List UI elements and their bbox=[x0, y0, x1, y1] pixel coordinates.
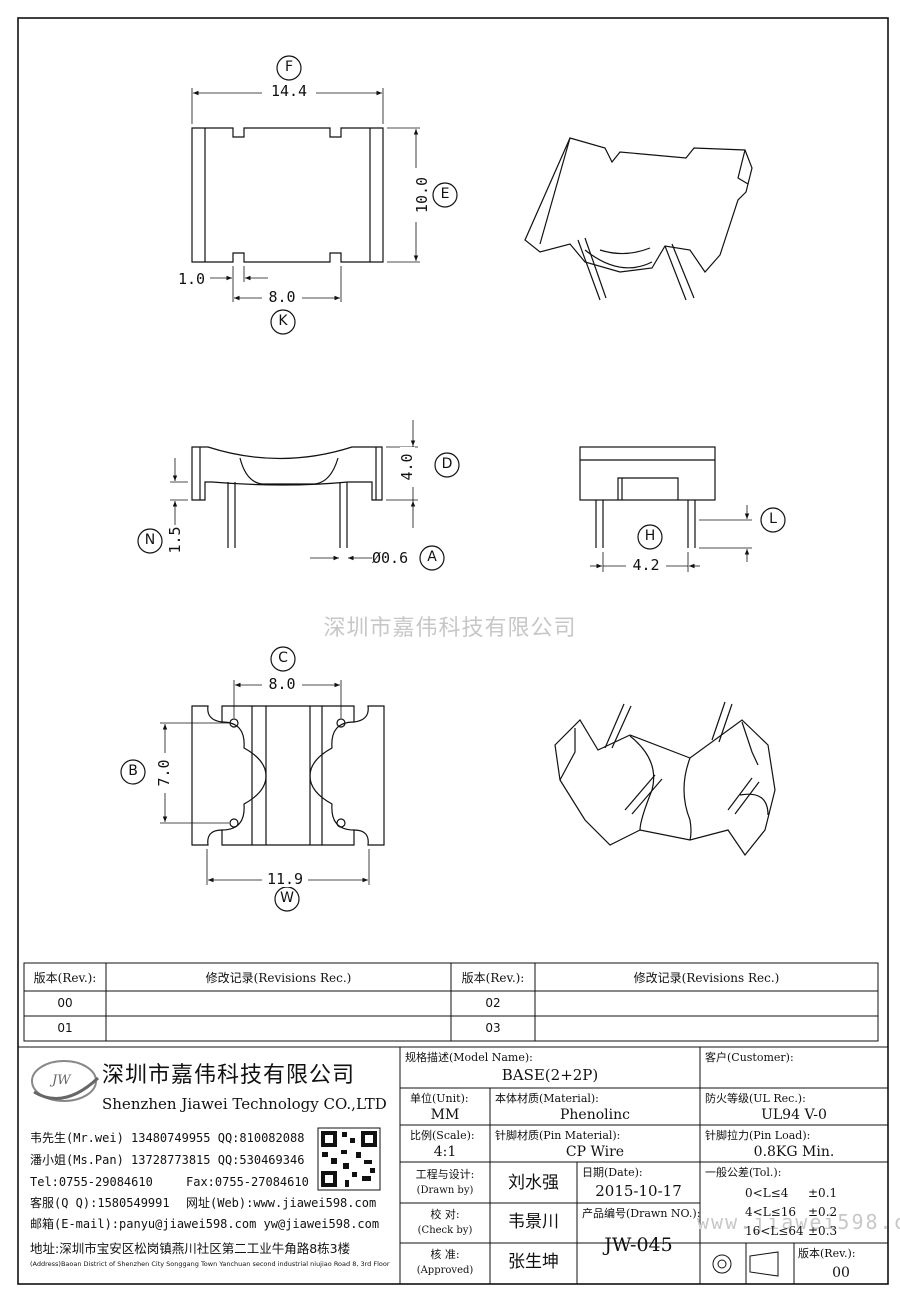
model-value: BASE(2+2P) bbox=[501, 1066, 599, 1084]
material-value: Phenolinc bbox=[560, 1107, 630, 1123]
dim-L-label: L bbox=[769, 511, 777, 527]
drawn-by-label-en: (Drawn by) bbox=[416, 1185, 474, 1196]
rev-row-03: 03 bbox=[485, 1021, 501, 1035]
company-tel: Tel:0755-29084610 bbox=[30, 1175, 153, 1189]
rev-col-header-right: 版本(Rev.): bbox=[461, 971, 525, 985]
material-label: 本体材质(Material): bbox=[495, 1092, 599, 1105]
company-web: 网址(Web):www.jiawei598.com bbox=[186, 1196, 377, 1210]
dim-A-value: Ø0.6 bbox=[372, 549, 409, 567]
tolerance-value-1: ±0.1 bbox=[808, 1186, 838, 1200]
top-view bbox=[191, 55, 458, 335]
unit-label: 单位(Unit): bbox=[410, 1092, 469, 1105]
iso-view-bottom bbox=[554, 701, 776, 857]
dim-F-value: 14.4 bbox=[262, 84, 316, 99]
date-value: 2015-10-17 bbox=[595, 1182, 682, 1200]
contact-wei: 韦先生(Mr.wei) 13480749955 QQ:810082088 bbox=[30, 1131, 305, 1145]
scale-label: 比例(Scale): bbox=[410, 1129, 475, 1142]
company-email: 邮箱(E-mail):panyu@jiawei598.com yw@jiawei… bbox=[30, 1217, 380, 1231]
watermark-text: 深圳市嘉伟科技有限公司 bbox=[323, 616, 577, 641]
watermark-url: www.jiawei598.com bbox=[697, 1210, 900, 1234]
iso-view-top bbox=[524, 137, 753, 301]
rec-col-header-right: 修改记录(Revisions Rec.) bbox=[633, 971, 780, 985]
company-logo bbox=[31, 1060, 100, 1102]
dim-N-label: N bbox=[144, 532, 156, 548]
dim-H-label: H bbox=[644, 528, 656, 544]
pin-material-label: 针脚材质(Pin Material): bbox=[495, 1129, 621, 1142]
tolerance-range-1: 0<L≤4 bbox=[745, 1186, 789, 1200]
dim-E-value: 10.0 bbox=[413, 168, 431, 222]
dim-N-value: 1.5 bbox=[166, 526, 184, 554]
approved-label-cn: 核 准: bbox=[430, 1248, 460, 1261]
approved-value: 张生坤 bbox=[508, 1252, 559, 1272]
company-name-en: Shenzhen Jiawei Technology CO.,LTD bbox=[102, 1095, 387, 1113]
ul-value: UL94 V-0 bbox=[761, 1107, 827, 1123]
date-label: 日期(Date): bbox=[582, 1166, 643, 1179]
rev-col-header-left: 版本(Rev.): bbox=[33, 971, 97, 985]
company-service-qq: 客服(Q Q):1580549991 bbox=[30, 1196, 170, 1210]
dim-B-label: B bbox=[128, 763, 138, 779]
front-view bbox=[137, 420, 460, 571]
pin-material-value: CP Wire bbox=[565, 1144, 625, 1160]
dim-W-value: 11.9 bbox=[262, 872, 308, 887]
dim-A-label: A bbox=[427, 549, 437, 565]
rev-row-02: 02 bbox=[485, 996, 501, 1010]
tolerance-range-2: 4<L≤16 bbox=[745, 1205, 796, 1219]
dim-B-value: 7.0 bbox=[155, 753, 173, 793]
pin-load-value: 0.8KG Min. bbox=[753, 1144, 835, 1160]
dim-F-label: F bbox=[284, 59, 294, 75]
revision-table bbox=[23, 962, 879, 1042]
dim-D-value: 4.0 bbox=[398, 447, 416, 487]
customer-label: 客户(Customer): bbox=[705, 1051, 794, 1064]
company-fax: Fax:0755-27084610 bbox=[186, 1175, 309, 1189]
model-label: 规格描述(Model Name): bbox=[405, 1051, 533, 1064]
rec-col-header-left: 修改记录(Revisions Rec.) bbox=[205, 971, 352, 985]
drawn-no-label: 产品编号(Drawn NO.): bbox=[582, 1207, 701, 1220]
dim-E-label: E bbox=[440, 186, 450, 202]
dim-W-label: W bbox=[280, 890, 294, 906]
company-address-en: (Address)Baoan District of Shenzhen City… bbox=[30, 1260, 390, 1268]
tolerance-value-2: ±0.2 bbox=[808, 1205, 838, 1219]
sheet-border bbox=[17, 17, 889, 1285]
rev-row-01: 01 bbox=[57, 1021, 73, 1035]
rev-label: 版本(Rev.): bbox=[798, 1247, 856, 1260]
company-name-cn: 深圳市嘉伟科技有限公司 bbox=[102, 1063, 356, 1088]
side-view bbox=[579, 446, 786, 572]
rev-row-00: 00 bbox=[57, 996, 73, 1010]
company-address-cn: 地址:深圳市宝安区松岗镇燕川社区第二工业牛角路8栋3楼 bbox=[30, 1241, 351, 1256]
dim-H-value: 4.2 bbox=[626, 558, 666, 573]
logo-text: JW bbox=[52, 1073, 71, 1088]
tolerance-range-3: 16<L≤64 bbox=[745, 1224, 804, 1238]
check-by-value: 韦景川 bbox=[508, 1212, 559, 1232]
drawn-by-value: 刘水强 bbox=[508, 1173, 559, 1193]
drawn-no-value: JW-045 bbox=[604, 1234, 673, 1256]
title-block bbox=[18, 1046, 888, 1284]
drawn-by-label-cn: 工程与设计: bbox=[415, 1168, 475, 1181]
approved-label-en: (Approved) bbox=[416, 1265, 474, 1276]
rev-value: 00 bbox=[832, 1265, 850, 1281]
scale-value: 4:1 bbox=[433, 1144, 457, 1160]
dim-K-label: K bbox=[278, 313, 288, 329]
dim-C-label: C bbox=[278, 650, 288, 666]
tolerance-label: 一般公差(Tol.): bbox=[705, 1166, 782, 1179]
dim-D-label: D bbox=[441, 456, 453, 472]
dim-K-value: 8.0 bbox=[262, 290, 302, 305]
dim-C-value: 8.0 bbox=[262, 677, 302, 692]
contact-pan: 潘小姐(Ms.Pan) 13728773815 QQ:530469346 bbox=[30, 1153, 305, 1167]
dim-1-value: 1.0 bbox=[178, 270, 206, 288]
check-by-label-en: (Check by) bbox=[417, 1225, 473, 1236]
ul-label: 防火等级(UL Rec.): bbox=[705, 1092, 806, 1105]
unit-value: MM bbox=[430, 1107, 460, 1123]
pin-load-label: 针脚拉力(Pin Load): bbox=[705, 1129, 811, 1142]
qr-code bbox=[317, 1127, 381, 1191]
tolerance-value-3: ±0.3 bbox=[808, 1224, 838, 1238]
check-by-label-cn: 校 对: bbox=[430, 1208, 460, 1221]
